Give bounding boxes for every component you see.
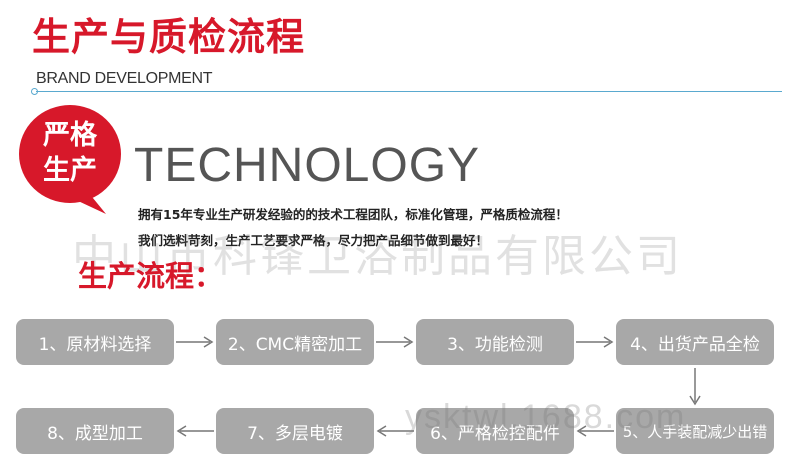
process-step-3: 3、功能检测 [416, 319, 574, 365]
speech-bubble-badge: 严格 生产 [18, 104, 122, 214]
process-step-6: 6、严格检控配件 [416, 408, 574, 454]
speech-bubble-icon [19, 105, 121, 214]
badge-line-1: 严格 [43, 120, 97, 151]
process-step-1: 1、原材料选择 [16, 319, 174, 365]
page-title: 生产与质检流程 [32, 15, 306, 59]
badge-line-2: 生产 [43, 155, 97, 186]
page-subtitle: BRAND DEVELOPMENT [36, 70, 213, 87]
title-rule [36, 91, 782, 92]
process-step-4: 4、出货产品全检 [616, 319, 774, 365]
process-step-7: 7、多层电镀 [216, 408, 374, 454]
arrow-right-icon [376, 336, 414, 348]
process-step-5: 5、人手装配减少出错 [616, 408, 774, 454]
technology-description-1: 拥有15年专业生产研发经验的的技术工程团队，标准化管理，严格质检流程！ [138, 207, 568, 222]
arrow-right-icon [576, 336, 614, 348]
technology-heading: TECHNOLOGY [134, 139, 481, 192]
process-step-8: 8、成型加工 [16, 408, 174, 454]
process-step-2: 2、CMC精密加工 [216, 319, 374, 365]
arrow-right-icon [176, 336, 214, 348]
badge-text: 严格 生产 [18, 118, 122, 188]
arrow-left-icon [376, 425, 414, 437]
arrow-down-icon [689, 368, 701, 406]
arrow-left-icon [576, 425, 614, 437]
technology-description-2: 我们选料苛刻，生产工艺要求严格，尽力把产品细节做到最好！ [138, 233, 489, 248]
process-title: 生产流程： [78, 259, 224, 293]
arrow-left-icon [176, 425, 214, 437]
